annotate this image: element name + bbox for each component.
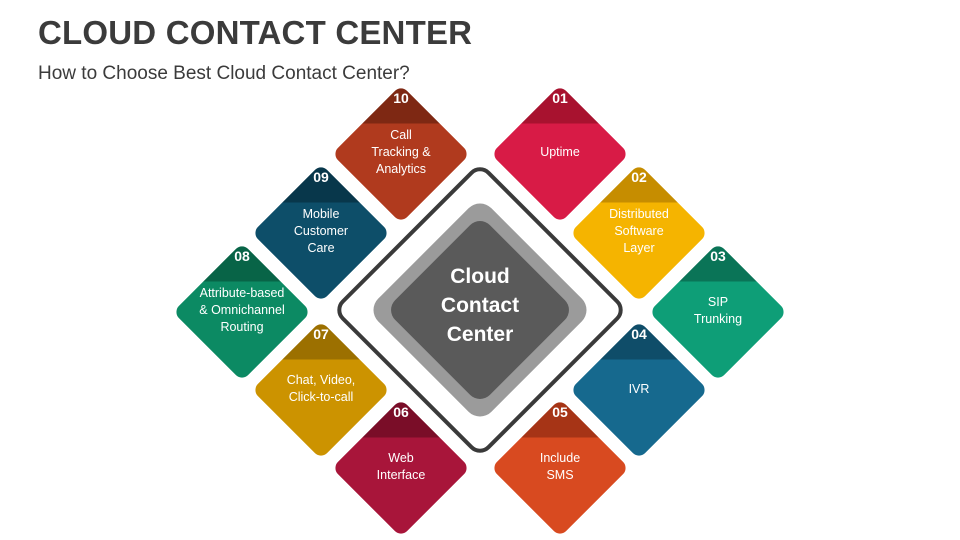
item-label: SIP Trunking: [658, 294, 778, 328]
item-number: 06: [393, 404, 409, 420]
item-label-line: Attribute-based: [199, 286, 285, 300]
item-02: 02 Distributed Software Layer: [569, 163, 709, 303]
item-label-line: Trunking: [693, 312, 743, 326]
item-label-line: Distributed: [609, 207, 669, 221]
item-label-line: Analytics: [375, 162, 427, 176]
item-label-line: Click-to-call: [288, 390, 354, 404]
center-label-line: Center: [446, 323, 514, 346]
item-label-line: Uptime: [540, 145, 580, 159]
item-number: 05: [552, 404, 568, 420]
item-label: Mobile Customer Care: [261, 206, 381, 257]
item-label-line: Care: [307, 241, 335, 255]
item-label: Include SMS: [500, 450, 620, 484]
item-number: 10: [393, 90, 409, 106]
item-09: 09 Mobile Customer Care: [251, 163, 391, 303]
item-label-line: Mobile: [302, 207, 340, 221]
item-label-line: & Omnichannel: [199, 303, 285, 317]
item-label-line: IVR: [628, 382, 650, 396]
item-number: 07: [313, 326, 329, 342]
item-label: Chat, Video, Click-to-call: [261, 372, 381, 406]
item-04: 04 IVR: [569, 320, 709, 460]
item-06: 06 Web Interface: [331, 398, 471, 538]
item-10: 10 Call Tracking & Analytics: [331, 84, 471, 224]
item-label: Attribute-based & Omnichannel Routing: [182, 285, 302, 336]
item-number: 02: [631, 169, 647, 185]
item-label-line: Web: [388, 451, 414, 465]
center-label-line: Contact: [440, 294, 520, 317]
item-label-line: Call: [390, 128, 412, 142]
item-label-line: Chat, Video,: [286, 373, 356, 387]
item-label-line: Customer: [293, 224, 349, 238]
item-number: 01: [552, 90, 568, 106]
item-label-line: Routing: [220, 320, 264, 334]
item-label: Web Interface: [341, 450, 461, 484]
center-label-line: Cloud: [450, 265, 510, 288]
item-label: Distributed Software Layer: [579, 206, 699, 257]
item-label: IVR: [579, 381, 699, 398]
item-label: Call Tracking & Analytics: [341, 127, 461, 178]
item-number: 09: [313, 169, 329, 185]
item-label-line: Software: [614, 224, 664, 238]
item-08: 08 Attribute-based & Omnichannel Routing: [172, 242, 312, 382]
item-01: 01 Uptime: [490, 84, 630, 224]
page-title: CLOUD CONTACT CENTER: [38, 14, 473, 51]
item-05: 05 Include SMS: [490, 398, 630, 538]
item-label-line: SMS: [546, 468, 574, 482]
item-label-line: Tracking &: [371, 145, 431, 159]
item-03: 03 SIP Trunking: [648, 242, 788, 382]
item-label-line: SIP: [707, 295, 729, 309]
item-07: 07 Chat, Video, Click-to-call: [251, 320, 391, 460]
item-number: 03: [710, 248, 726, 264]
item-label-line: Include: [539, 451, 581, 465]
page-subtitle: How to Choose Best Cloud Contact Center?: [38, 63, 410, 84]
item-label-line: Layer: [623, 241, 655, 255]
item-number: 08: [234, 248, 250, 264]
item-number: 04: [631, 326, 647, 342]
center-label: Cloud Contact Center: [380, 262, 580, 349]
item-label-line: Interface: [376, 468, 426, 482]
item-label: Uptime: [500, 144, 620, 161]
